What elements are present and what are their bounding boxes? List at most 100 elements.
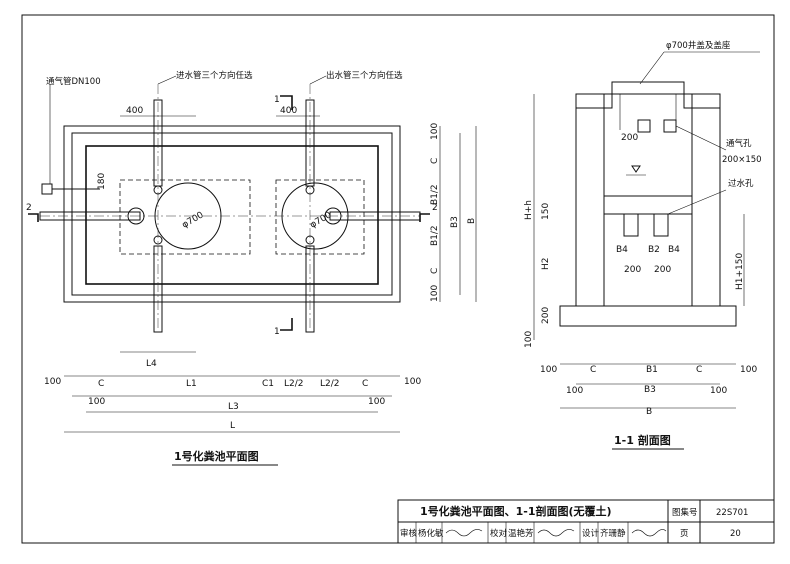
plan-inlet-leader: [157, 75, 177, 85]
section-dim-B1: B1: [646, 365, 658, 375]
section-overflow-leader: [667, 189, 727, 215]
section-dim-100-left: 100: [524, 331, 534, 348]
plan-outlet-callout: 出水管三个方向任选: [326, 70, 403, 81]
section-dim-B4-right: B4: [668, 245, 680, 255]
section-overflow-hole-2: [653, 213, 669, 237]
atlas-no-label: 图集号: [672, 507, 698, 518]
section-dim-B2: B2: [648, 245, 660, 255]
plan-vent-callout: 通气管DN100: [46, 76, 101, 87]
plan-section-label-left: 2: [26, 203, 32, 213]
checker-name: 温艳芳: [508, 528, 534, 539]
section-dim-100-b-left: 100: [540, 365, 557, 375]
section-top-slab-right: [683, 93, 721, 109]
plan-outlet-pipe-south: [305, 245, 315, 333]
section-vent-callout: 通气孔: [726, 138, 752, 149]
plan-inlet-callout: 进水管三个方向任选: [176, 70, 253, 81]
section-vent-size: 200×150: [722, 155, 762, 165]
section-wall-right: [691, 93, 721, 307]
plan-dim-B1-2-b: B1/2: [430, 225, 440, 246]
plan-outlet-leader: [309, 75, 327, 85]
plan-inlet-pipe-west: [39, 211, 141, 221]
section-dim-H-h: H+h: [524, 200, 534, 220]
section-dim-C-right: C: [696, 365, 702, 375]
plan-section-label-right: 2: [432, 203, 438, 213]
review-label: 审核: [400, 528, 418, 539]
plan-dim-C-top: C: [430, 158, 440, 164]
plan-section-label-bottom: 1: [274, 327, 280, 337]
section-cover-callout: φ700井盖及盖座: [666, 40, 731, 51]
section-cover-leader: [639, 51, 665, 85]
section-dim-H2: H2: [541, 258, 551, 271]
section-top-slab-left: [575, 93, 613, 109]
section-dim-100-b-right: 100: [740, 365, 757, 375]
plan-dim-B3: B3: [450, 216, 460, 228]
plan-dim-L2-2-a: L2/2: [284, 379, 304, 389]
plan-chamber-2: [275, 179, 365, 255]
section-dim-200-top: 200: [621, 133, 638, 143]
section-base-slab: [559, 305, 737, 327]
plan-section-mark-left: [28, 213, 39, 222]
plan-tee-east: [324, 207, 342, 225]
atlas-no: 22S701: [716, 508, 748, 518]
plan-section-label-top: 1: [274, 95, 280, 105]
plan-dim-C-bottom: C: [430, 268, 440, 274]
plan-section-mark-top: [280, 95, 293, 110]
section-overflow-callout: 过水孔: [728, 178, 754, 189]
reviewer-signature: [445, 529, 483, 537]
plan-section-mark-right: [419, 213, 430, 222]
section-vent-hole-2: [663, 119, 677, 133]
plan-dim-100-left: 100: [44, 377, 61, 387]
design-label: 设计: [582, 528, 600, 539]
section-overflow-hole-1: [623, 213, 639, 237]
plan-dim-C1: C1: [262, 379, 274, 389]
section-dim-B3: B3: [644, 385, 656, 395]
plan-dim-L2-2-b: L2/2: [320, 379, 340, 389]
plan-dim-B: B: [467, 218, 477, 224]
plan-dim-C-right: C: [362, 379, 368, 389]
check-label: 校对: [490, 528, 508, 539]
plan-dim-100-right-2: 100: [368, 397, 385, 407]
plan-dim-L: L: [230, 421, 235, 431]
section-dim-200-left: 200: [541, 307, 551, 324]
plan-tee-west: [127, 207, 145, 225]
plan-fitting: [305, 235, 315, 245]
section-caption: 1-1 剖面图: [614, 433, 671, 447]
section-dim-150: 150: [541, 203, 551, 220]
section-water-level-symbol: [631, 165, 641, 173]
page-number: 20: [730, 529, 741, 539]
plan-manhole-dia-label-1: φ700: [181, 210, 206, 230]
plan-dim-100-top: 100: [430, 123, 440, 140]
plan-dim-C-left: C: [98, 379, 104, 389]
plan-dim-L3: L3: [228, 402, 239, 412]
section-dim-C-left: C: [590, 365, 596, 375]
section-dim-B: B: [646, 407, 652, 417]
plan-inlet-pipe-south: [153, 245, 163, 333]
section-vent-hole-1: [637, 119, 651, 133]
reviewer-name: 杨化敏: [418, 528, 444, 539]
section-dim-100-c-left: 100: [566, 386, 583, 396]
plan-view: φ700 φ700 通气管DN100 进水管三个方向任选 出水管三个方向任选 1: [26, 70, 477, 466]
plan-section-mark-bottom: [280, 318, 293, 331]
drawing-title: 1号化粪池平面图、1-1剖面图(无覆土): [420, 504, 612, 518]
plan-dim-100-bottom: 100: [430, 285, 440, 302]
section-dim-200-b: 200: [654, 265, 671, 275]
plan-wall-outer: [71, 132, 393, 296]
plan-foundation-outline: [63, 125, 401, 303]
plan-dim-400-a: 400: [126, 106, 143, 116]
plan-fitting: [305, 185, 315, 195]
plan-dim-100-right: 100: [404, 377, 421, 387]
plan-chamber-1: [119, 179, 251, 255]
section-dim-200-a: 200: [624, 265, 641, 275]
section-dim-B4-left: B4: [616, 245, 628, 255]
section-dim-H1-150: H1+150: [735, 253, 745, 290]
plan-fitting: [153, 185, 163, 195]
plan-caption: 1号化粪池平面图: [174, 449, 259, 463]
plan-tank-outline: [85, 145, 379, 285]
designer-name: 齐珊静: [600, 528, 626, 539]
checker-signature: [537, 529, 575, 537]
plan-dim-L4: L4: [146, 359, 157, 369]
plan-dim-B1-2-a: B1/2: [430, 184, 440, 205]
page-label: 页: [680, 529, 689, 539]
